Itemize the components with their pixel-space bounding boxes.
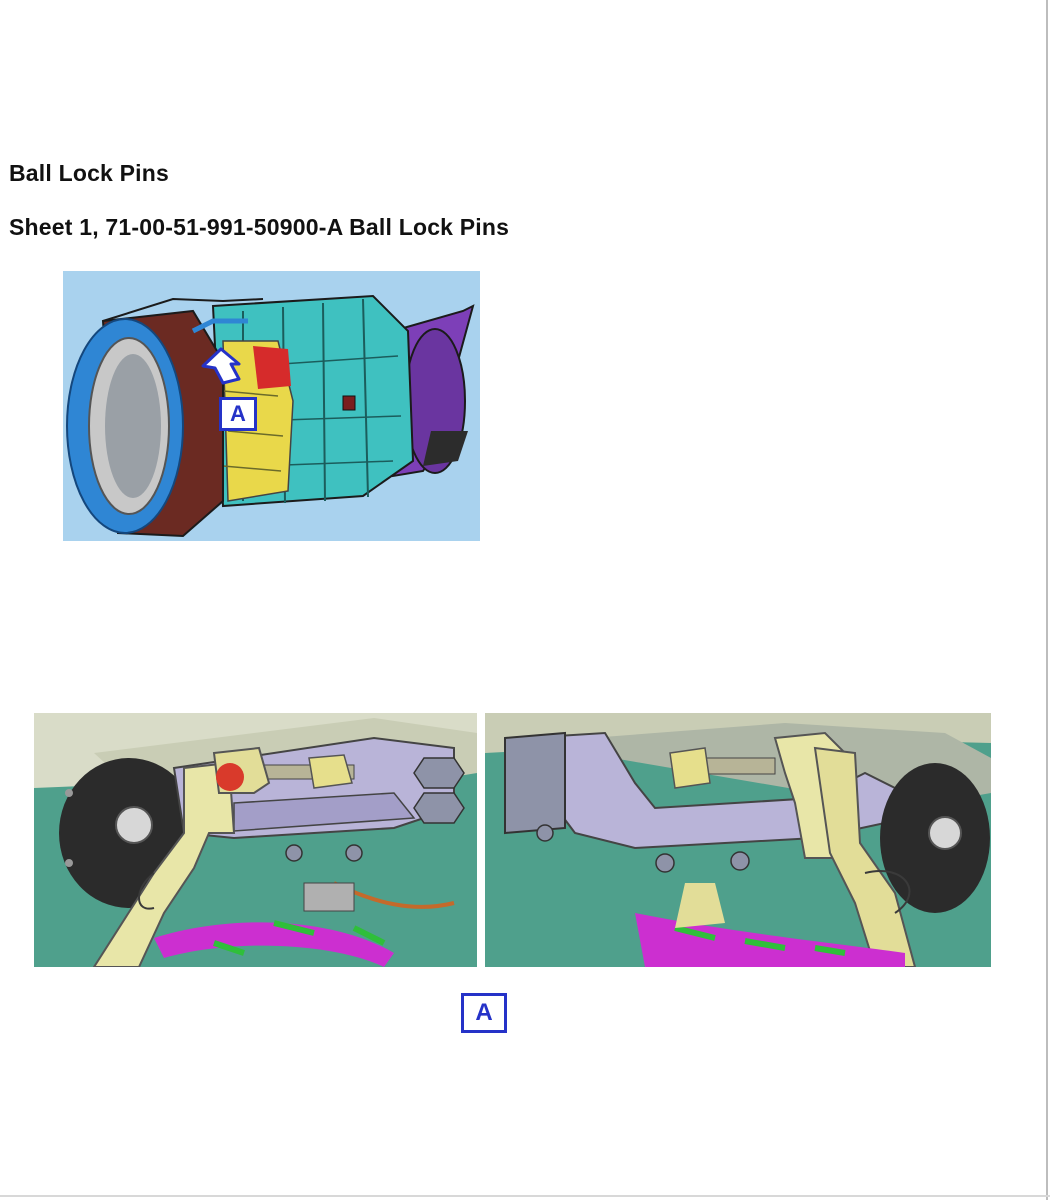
sheet-caption: Sheet 1, 71-00-51-991-50900-A Ball Lock … xyxy=(9,214,510,240)
detail-left-figure xyxy=(34,713,477,967)
red-dot-marker xyxy=(216,763,244,791)
page-border-bottom xyxy=(0,1195,1050,1197)
detail-right-figure xyxy=(485,713,991,967)
page-border xyxy=(1046,0,1048,1200)
engine-overview-illustration xyxy=(63,271,480,541)
ball-lock-pin-detail-left xyxy=(34,713,477,967)
callout-a-detail: A xyxy=(461,993,507,1033)
callout-a-overview: A xyxy=(219,397,257,431)
engine-overview-figure xyxy=(63,271,480,541)
arrow-up-left-icon xyxy=(201,347,241,385)
page-title: Ball Lock Pins xyxy=(9,160,170,186)
ball-lock-pin-detail-right xyxy=(485,713,991,967)
